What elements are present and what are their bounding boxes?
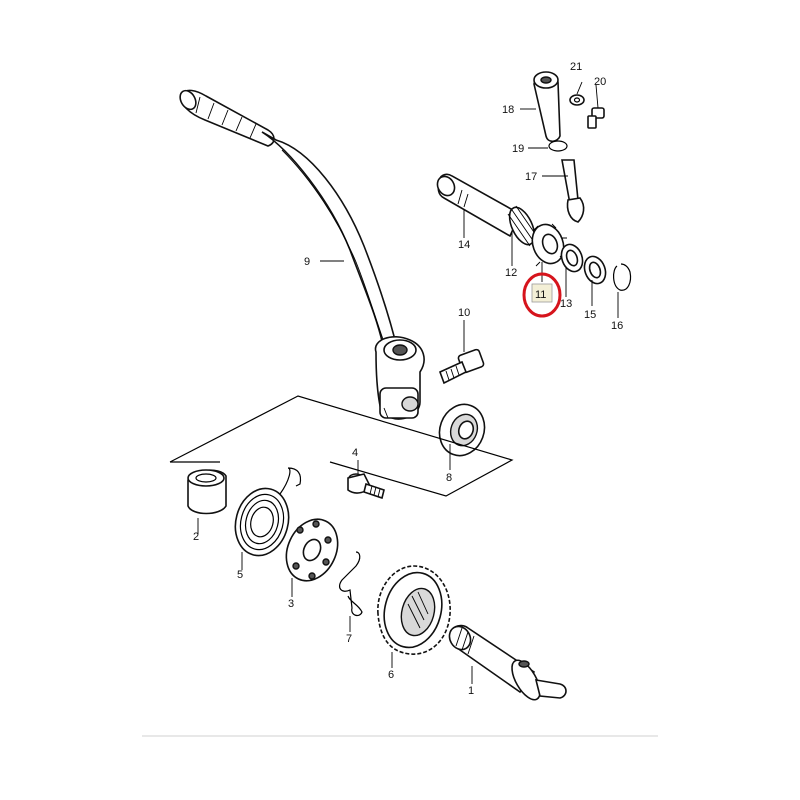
callout-12: 12 [505,267,517,279]
callout-18: 18 [502,104,514,116]
kick-shaft-part[interactable] [434,173,522,238]
callout-13: 13 [560,298,572,310]
callout-8: 8 [446,472,452,484]
kick-lever-part[interactable] [177,88,425,420]
circlip-part[interactable] [613,263,632,291]
highlight-ring [522,272,562,318]
lever-bolt-part[interactable] [438,348,485,385]
callout-20: 20 [594,76,606,88]
callout-14: 14 [458,239,470,251]
spring-guide-part[interactable] [187,469,227,515]
ratchet-part[interactable] [527,220,569,268]
kick-starter-shaft-part[interactable] [445,623,567,704]
callout-21: 21 [570,61,582,73]
callout-4: 4 [352,447,358,459]
kick-spring-part[interactable] [228,467,302,562]
leader-lines [197,81,619,684]
highlight-callout-11[interactable]: 11 [522,272,562,318]
assembly-outline [169,395,514,497]
callout-7: 7 [346,633,352,645]
callout-9: 9 [304,256,310,268]
washer-13-part[interactable] [558,241,586,274]
oil-seal-part[interactable] [432,398,491,462]
drive-gear-part[interactable] [504,204,539,249]
callout-11: 11 [535,289,546,301]
clip-spring-part[interactable] [338,551,363,617]
callout-19: 19 [512,143,524,155]
callout-16: 16 [611,320,623,332]
kick-gear-part[interactable] [376,565,451,655]
washer-21-part[interactable] [569,94,585,106]
callout-10: 10 [458,307,470,319]
washer-15-part[interactable] [581,253,609,286]
kick-guide-part[interactable] [533,71,561,143]
callout-2: 2 [193,531,199,543]
o-ring-part[interactable] [548,140,568,152]
callout-5: 5 [237,569,243,581]
callout-11-box [531,283,553,303]
stopper-bolt-part[interactable] [347,473,385,500]
spring-plate-part[interactable] [277,511,348,589]
callout-6: 6 [388,669,394,681]
callout-17: 17 [525,171,537,183]
screw-20-part[interactable] [587,107,605,129]
callout-1: 1 [468,685,474,697]
callout-3: 3 [288,598,294,610]
callout-15: 15 [584,309,596,321]
pin-part[interactable] [561,159,585,223]
